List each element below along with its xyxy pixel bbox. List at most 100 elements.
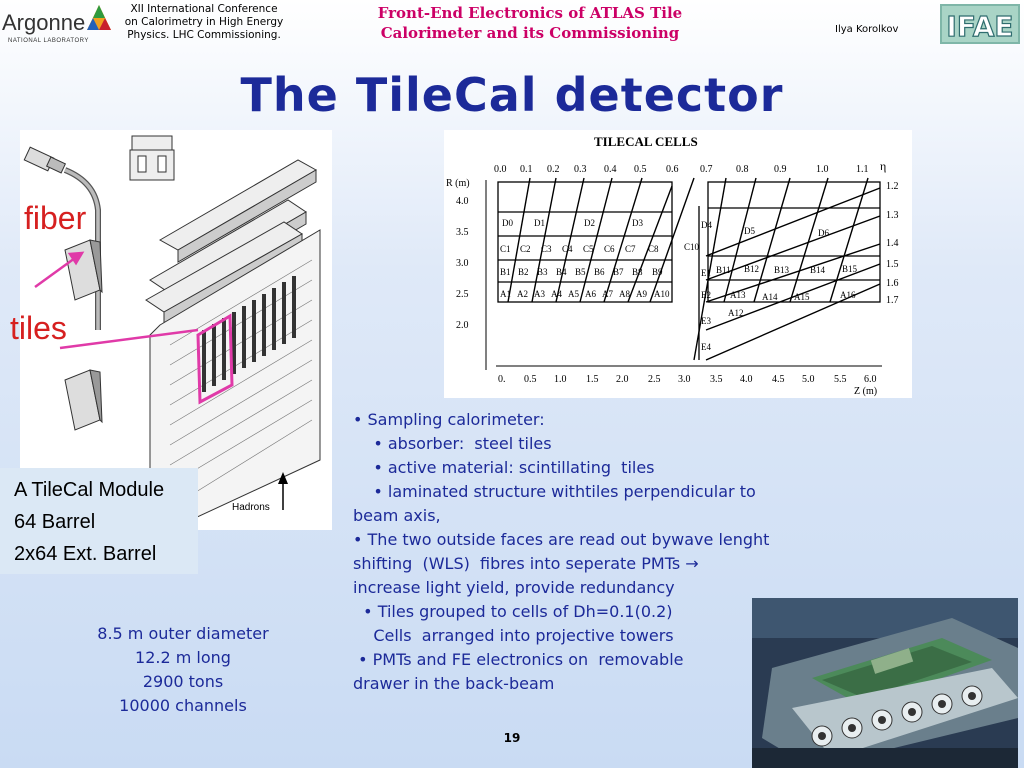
svg-text:E4: E4 — [701, 342, 711, 352]
svg-text:1.3: 1.3 — [886, 210, 899, 221]
svg-text:A14: A14 — [762, 292, 778, 302]
talk-title: Front-End Electronics of ATLAS Tile Calo… — [377, 4, 683, 42]
svg-text:C7: C7 — [625, 244, 636, 254]
svg-text:1.0: 1.0 — [816, 164, 829, 175]
svg-text:C1: C1 — [500, 244, 511, 254]
slide-title: The TileCal detector — [240, 68, 784, 122]
svg-text:3.0: 3.0 — [678, 374, 691, 385]
svg-text:B1: B1 — [500, 267, 511, 277]
svg-text:A3: A3 — [534, 289, 545, 299]
svg-text:2.5: 2.5 — [456, 289, 469, 300]
svg-text:1.6: 1.6 — [886, 278, 899, 289]
svg-text:2.0: 2.0 — [456, 320, 469, 331]
arrow-head-icon — [67, 251, 85, 266]
svg-text:A16: A16 — [840, 290, 856, 300]
svg-text:B15: B15 — [842, 264, 858, 274]
svg-text:0.3: 0.3 — [574, 164, 587, 175]
svg-text:A15: A15 — [794, 292, 810, 302]
svg-text:A13: A13 — [730, 290, 746, 300]
svg-text:4.0: 4.0 — [740, 374, 753, 385]
module-caption-box: A TileCal Module 64 Barrel 2x64 Ext. Bar… — [0, 468, 198, 574]
hadrons-label: Hadrons — [232, 502, 270, 513]
ifae-logo: IFAE — [940, 4, 1020, 44]
argonne-logo-text: Argonne — [2, 10, 86, 35]
bullet-line: beam axis, — [353, 506, 441, 525]
bullet-list: • Sampling calorimeter: • absorber: stee… — [353, 408, 833, 696]
bullet-line: increase light yield, provide redundancy — [353, 578, 675, 597]
svg-text:B8: B8 — [632, 267, 643, 277]
svg-text:D4: D4 — [701, 220, 712, 230]
svg-text:4.0: 4.0 — [456, 196, 469, 207]
conference-name: XII International Conference on Calorime… — [124, 3, 284, 41]
svg-text:1.5: 1.5 — [886, 259, 899, 270]
bullet-line: shifting (WLS) fibres into seperate PMTs… — [353, 554, 699, 573]
annotation-arrows — [34, 251, 199, 350]
bullet-line: • The two outside faces are read out byw… — [353, 530, 770, 549]
bullet-line: • PMTs and FE electronics on removable — [353, 650, 684, 669]
svg-text:3.0: 3.0 — [456, 258, 469, 269]
svg-text:1.5: 1.5 — [586, 374, 599, 385]
svg-text:D3: D3 — [632, 218, 643, 228]
svg-text:C5: C5 — [583, 244, 594, 254]
tilecal-cells-diagram: TILECAL CELLS η R (m) Z (m) 0.0 0.1 0.2 … — [444, 130, 912, 398]
spec-line: 2900 tons — [142, 672, 224, 691]
electronics-drawer-photo — [752, 598, 1018, 768]
argonne-logo-subtext: NATIONAL LABORATORY — [8, 38, 89, 44]
bullet-line: • Sampling calorimeter: — [353, 410, 545, 429]
svg-text:1.1: 1.1 — [856, 164, 869, 175]
svg-text:2.5: 2.5 — [648, 374, 661, 385]
svg-text:D0: D0 — [502, 218, 513, 228]
bullet-line: • Tiles grouped to cells of Dh=0.1(0.2) — [353, 602, 673, 621]
svg-text:C8: C8 — [648, 244, 659, 254]
svg-text:5.0: 5.0 — [802, 374, 815, 385]
cell-labels: D0 D1 D2 D3 C1 C2 C3 C4 C5 C6 C7 C8 B1 B… — [500, 218, 858, 352]
svg-text:B5: B5 — [575, 267, 586, 277]
svg-text:0.0: 0.0 — [494, 164, 507, 175]
svg-text:0.5: 0.5 — [524, 374, 537, 385]
svg-text:A7: A7 — [602, 289, 613, 299]
svg-text:0.6: 0.6 — [666, 164, 679, 175]
r-axis-label: R (m) — [446, 178, 470, 189]
fiber-label: fiber — [24, 200, 87, 236]
svg-text:5.5: 5.5 — [834, 374, 847, 385]
bullet-line: • absorber: steel tiles — [353, 434, 552, 453]
svg-text:0.: 0. — [498, 374, 506, 385]
svg-text:A2: A2 — [517, 289, 528, 299]
module-caption-line: 2x64 Ext. Barrel — [14, 543, 157, 565]
z-axis-label: Z (m) — [854, 386, 877, 397]
tilecal-module-figure: Hadrons — [20, 130, 332, 530]
detector-specs: 8.5 m outer diameter 12.2 m long 2900 to… — [70, 622, 296, 718]
module-caption-line: A TileCal Module — [14, 479, 165, 501]
svg-text:D1: D1 — [534, 218, 545, 228]
svg-text:2.0: 2.0 — [616, 374, 629, 385]
module-caption-line: 64 Barrel — [14, 511, 96, 533]
svg-text:A1: A1 — [500, 289, 511, 299]
bullet-line: • active material: scintillating tiles — [353, 458, 655, 477]
svg-text:B4: B4 — [556, 267, 567, 277]
tiles-label: tiles — [10, 310, 67, 346]
bullet-line: drawer in the back-beam — [353, 674, 555, 693]
svg-text:A6: A6 — [585, 289, 596, 299]
svg-text:B12: B12 — [744, 264, 759, 274]
svg-text:D5: D5 — [744, 226, 755, 236]
svg-text:B6: B6 — [594, 267, 605, 277]
svg-text:3.5: 3.5 — [456, 227, 469, 238]
svg-text:6.0: 6.0 — [864, 374, 877, 385]
svg-text:C3: C3 — [541, 244, 552, 254]
svg-text:B13: B13 — [774, 265, 790, 275]
eta-axis-label: η — [880, 159, 886, 173]
argonne-logo: Argonne NATIONAL LABORATORY — [2, 2, 112, 44]
svg-text:B11: B11 — [716, 265, 731, 275]
svg-text:B7: B7 — [613, 267, 624, 277]
svg-text:0.8: 0.8 — [736, 164, 749, 175]
svg-text:0.9: 0.9 — [774, 164, 787, 175]
svg-text:C6: C6 — [604, 244, 615, 254]
r-ticks: 4.0 3.5 3.0 2.5 2.0 — [456, 196, 469, 331]
svg-text:D2: D2 — [584, 218, 595, 228]
spec-line: 12.2 m long — [135, 648, 231, 667]
author-name: Ilya Korolkov — [835, 24, 899, 35]
svg-text:B2: B2 — [518, 267, 529, 277]
svg-text:3.5: 3.5 — [710, 374, 723, 385]
cells-title: TILECAL CELLS — [594, 134, 698, 149]
ifae-logo-text: IFAE — [946, 10, 1013, 43]
